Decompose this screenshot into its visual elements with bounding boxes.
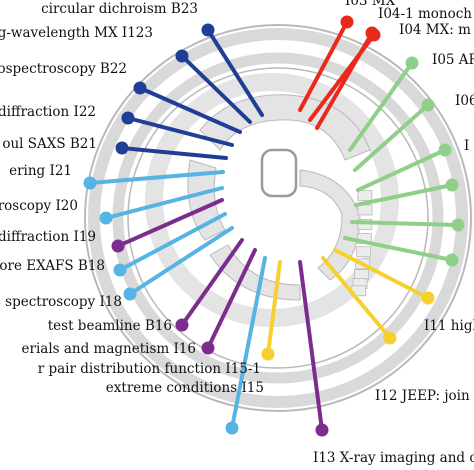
beamline-b18-line xyxy=(118,212,227,272)
beamline-i16-marker xyxy=(201,341,215,355)
beamline-i15-1-label: r pair distribution function I15-1 xyxy=(38,361,261,377)
beamline-i23-label: g-wavelength MX I123 xyxy=(0,25,153,41)
beamline-i12-marker xyxy=(383,331,397,345)
beamline-i05-line xyxy=(348,61,414,152)
ring-inner-edge xyxy=(127,67,429,369)
beamline-i04-marker xyxy=(365,26,379,40)
beamline-i18-marker xyxy=(123,287,137,301)
beamline-i08-marker xyxy=(445,178,459,192)
beamline-b22-marker xyxy=(133,81,147,95)
beamline-i19-marker xyxy=(111,239,125,253)
beamline-i22-label: diffraction I22 xyxy=(0,104,96,120)
beamline-i15-line xyxy=(266,260,282,356)
beamline-b23-label: circular dichroism B23 xyxy=(41,1,198,17)
beamline-i07-marker xyxy=(438,143,452,157)
beamline-b21-line xyxy=(120,146,228,160)
beamline-i04-label: I04 MX: m xyxy=(399,22,471,38)
beamline-i21-line xyxy=(88,170,225,185)
ring-inner-band xyxy=(112,52,444,384)
beamline-i12-line xyxy=(321,256,392,340)
beamline-i15-marker xyxy=(261,347,275,361)
beamline-b16-marker xyxy=(175,318,189,332)
beamline-i11-line xyxy=(333,248,430,300)
beamline-i13-line xyxy=(298,260,324,432)
beamline-b23-line xyxy=(206,28,264,117)
beamline-i21-marker xyxy=(83,176,97,190)
beamline-i04-line xyxy=(315,31,374,130)
beamline-i09-line xyxy=(350,220,460,227)
ring-outer-edge xyxy=(84,24,472,412)
beamline-i04-1-label: I04-1 monoch xyxy=(378,6,472,22)
beamline-i19-line xyxy=(116,198,224,248)
beamline-i06-label: I06 xyxy=(455,93,474,109)
beamline-i21-label: ering I21 xyxy=(9,163,72,179)
beamline-i10-marker xyxy=(445,253,459,267)
beamline-b22-label: ospectroscopy B22 xyxy=(0,61,127,77)
beamline-i07-line xyxy=(356,148,447,192)
beamline-i15-1-line xyxy=(230,256,267,430)
beamline-b22-line xyxy=(138,86,242,134)
lab-block xyxy=(354,269,369,280)
beamline-i22-marker xyxy=(121,111,135,125)
beamline-i03-label: I03 MX xyxy=(345,0,396,9)
beamline-i13-marker xyxy=(315,423,329,437)
beamline-i11-label: I11 high xyxy=(424,318,474,334)
beamline-i20-marker xyxy=(99,211,113,225)
lab-block xyxy=(357,204,373,216)
beamline-i05-label: I05 AR xyxy=(432,52,474,68)
storage-ring xyxy=(84,24,472,412)
beamline-b21-label: oul SAXS B21 xyxy=(2,136,97,152)
beamline-i03-marker xyxy=(340,15,354,29)
beamline-i11-marker xyxy=(421,291,435,305)
beamline-lines xyxy=(83,15,465,437)
beamline-i22-line xyxy=(126,116,234,147)
beamline-i06-line xyxy=(353,103,430,172)
lab-block xyxy=(357,190,373,201)
beamline-i06-marker xyxy=(421,98,435,112)
beamline-b21-marker xyxy=(115,141,129,155)
beamline-i12-label: I12 JEEP: join xyxy=(375,388,470,404)
beamline-b23-marker xyxy=(201,23,215,37)
central-building xyxy=(145,73,399,327)
beamline-i23-marker xyxy=(175,49,189,63)
beamline-i05-marker xyxy=(405,56,419,70)
beamline-i15-label: extreme conditions I15 xyxy=(106,380,264,396)
beamline-b18-marker xyxy=(113,263,127,277)
beamline-i15-1-marker xyxy=(225,421,239,435)
beamline-i20-label: roscopy I20 xyxy=(0,198,78,214)
beamline-b16-line xyxy=(180,238,244,327)
beamline-i19-label: diffraction I19 xyxy=(0,229,96,245)
beamline-i18-line xyxy=(128,226,234,296)
beamline-i18-label: s spectroscopy I18 xyxy=(0,294,122,310)
ring-outer-band xyxy=(88,28,468,408)
beamline-i23-line xyxy=(180,54,252,124)
beamline-i08-line xyxy=(354,183,454,207)
beamline-i09-marker xyxy=(451,218,465,232)
east-wing xyxy=(299,169,361,281)
beamline-i07-label: I xyxy=(464,138,469,154)
beamline-b18-label: ore EXAFS B18 xyxy=(0,258,105,274)
lab-block xyxy=(356,246,372,258)
office-block xyxy=(260,148,298,198)
beamline-b16-label: test beamline B16 xyxy=(48,318,172,334)
beamline-i13-label: I13 X-ray imaging and co xyxy=(313,450,474,466)
beamline-i16-label: erials and magnetism I16 xyxy=(22,341,196,357)
beamline-i03-line xyxy=(298,20,349,112)
beamline-i20-line xyxy=(104,186,224,220)
beamline-i10-line xyxy=(343,236,454,262)
beamline-i16-line xyxy=(206,248,257,350)
